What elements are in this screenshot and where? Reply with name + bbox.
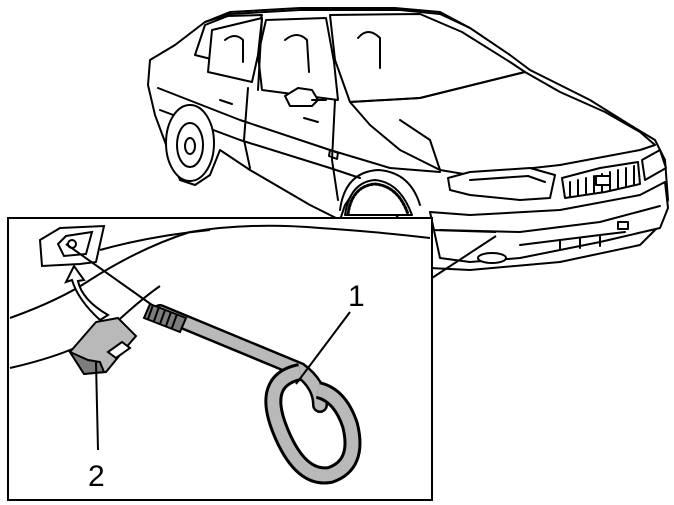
callout-2-leader	[95, 361, 99, 451]
callout-1-label: 1	[348, 280, 365, 313]
rear-wheel-hub	[184, 137, 196, 155]
front-seat-headrest	[357, 31, 381, 69]
front-wheel-arch	[339, 169, 421, 211]
removal-arrow	[64, 264, 110, 322]
hood-crease	[399, 119, 441, 171]
right-headlight	[641, 149, 667, 181]
front-wheel-tread	[346, 182, 410, 216]
rear-door-window	[207, 17, 263, 83]
door-handle-rear	[219, 99, 233, 105]
front-bumper	[429, 181, 669, 263]
car-roof-line	[204, 9, 471, 29]
seat-rear	[224, 35, 244, 63]
detail-inset: 1 2	[7, 217, 497, 501]
inset-frame	[7, 217, 433, 501]
seat-front	[284, 34, 310, 73]
rear-wheel-tire	[165, 104, 215, 182]
hood-outline	[349, 71, 656, 176]
thread-ridges	[147, 304, 178, 329]
rear-door-seam	[243, 87, 251, 169]
rear-wheel-rim	[176, 122, 204, 168]
fog-light	[477, 252, 507, 264]
side-marker	[328, 149, 339, 160]
callout-1-leader	[295, 311, 351, 385]
headlight-inner	[469, 175, 546, 183]
towing-eye-socket	[38, 224, 106, 268]
socket-opening	[56, 230, 94, 258]
inset-bumper-curve	[99, 229, 211, 251]
towing-eye-thread	[142, 302, 188, 334]
flap-tab	[106, 340, 132, 360]
door-handle-front	[303, 117, 319, 123]
inset-leader-lines	[431, 229, 497, 279]
towing-eye-loop-fill	[267, 366, 359, 482]
front-door-window	[257, 17, 339, 101]
alignment-line	[65, 243, 153, 306]
callout-2-label: 2	[88, 460, 105, 493]
front-tow-eye-cover	[617, 221, 629, 230]
b-pillar	[257, 17, 263, 91]
grille-emblem	[595, 175, 611, 186]
front-door-seam	[331, 99, 339, 201]
towing-eye-shaft-fill	[154, 306, 326, 411]
bumper-intake-slots	[559, 235, 601, 251]
towing-eye	[142, 302, 362, 485]
sedan-car-illustration	[147, 7, 669, 271]
